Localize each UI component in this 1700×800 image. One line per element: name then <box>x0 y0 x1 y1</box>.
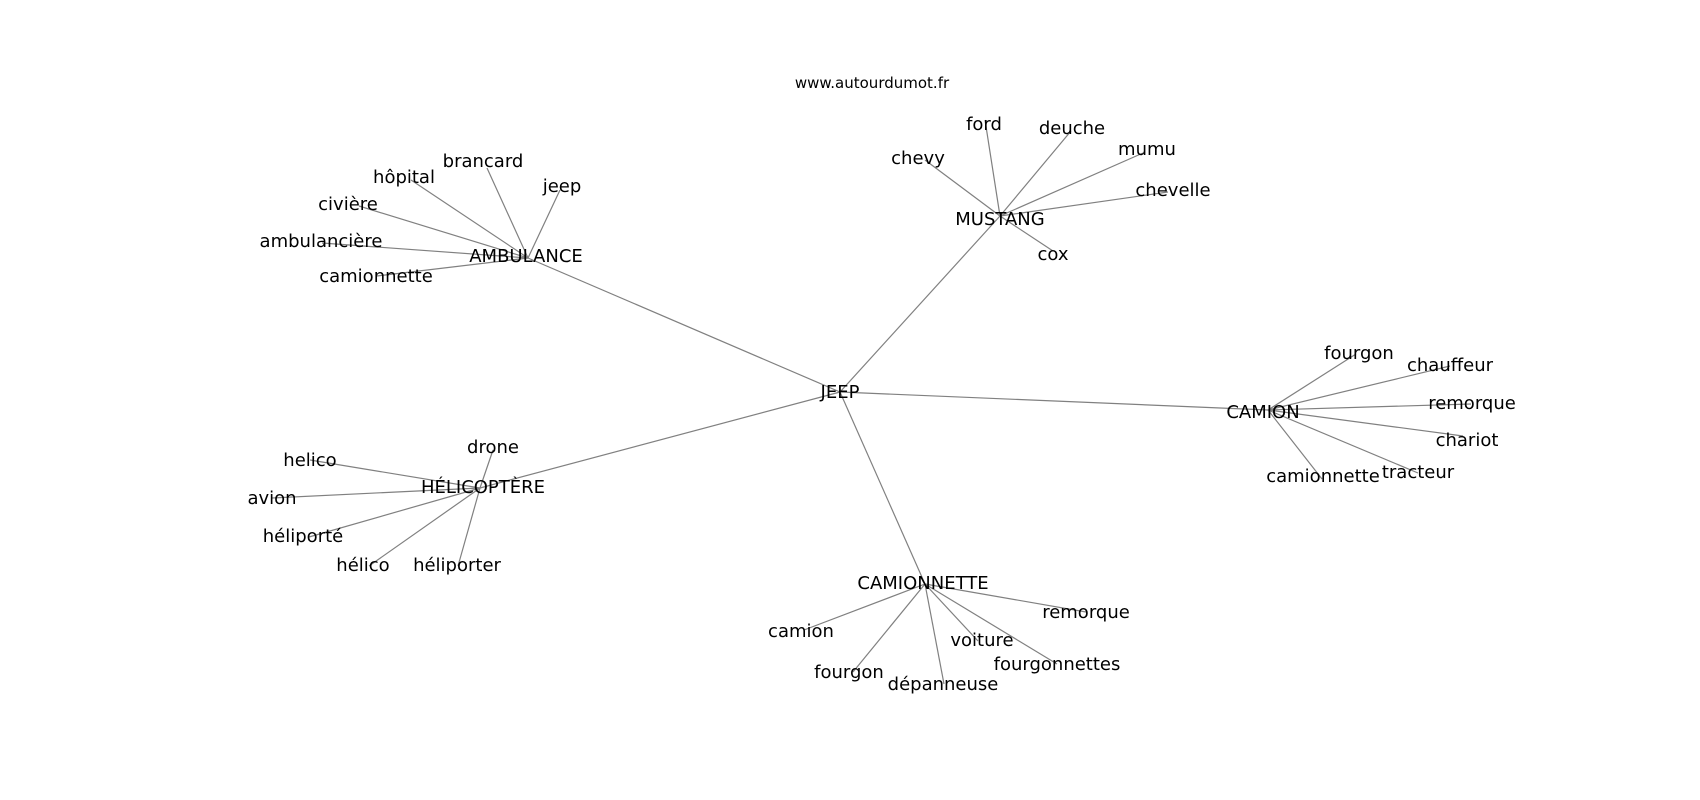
leaf-node-label[interactable]: tracteur <box>1382 462 1455 483</box>
hub-node-label[interactable]: HÉLICOPTÈRE <box>421 476 545 498</box>
leaf-node-label[interactable]: héliporté <box>263 526 343 547</box>
edge-2-1 <box>1267 365 1451 411</box>
edge-1-5 <box>999 215 1054 252</box>
edge-center-4 <box>839 391 926 585</box>
leaf-node-label[interactable]: chauffeur <box>1407 355 1494 376</box>
graph-edges <box>271 119 1472 685</box>
edge-3-0 <box>479 449 494 489</box>
leaf-node-label[interactable]: mumu <box>1118 139 1176 160</box>
edge-4-5 <box>924 583 945 685</box>
hub-node-label[interactable]: AMBULANCE <box>469 246 583 267</box>
hub-node-label[interactable]: CAMION <box>1226 402 1299 423</box>
leaf-node-label[interactable]: chariot <box>1436 430 1499 451</box>
site-credit[interactable]: www.autourdumot.fr <box>795 74 950 92</box>
leaf-node-label[interactable]: chevelle <box>1135 180 1210 201</box>
graph-labels: www.autourdumot.fr JEEP AMBULANCE jeep bran… <box>247 74 1515 695</box>
leaf-node-label[interactable]: brancard <box>443 151 524 172</box>
leaf-node-label[interactable]: fourgonnettes <box>994 654 1121 675</box>
edge-0-5 <box>376 257 529 277</box>
leaf-node-label[interactable]: ford <box>966 114 1002 135</box>
leaf-node-label[interactable]: remorque <box>1428 393 1516 414</box>
edge-2-5 <box>1267 409 1323 480</box>
edge-center-2 <box>839 391 1269 411</box>
leaf-node-label[interactable]: camionnette <box>1266 466 1380 487</box>
edge-4-0 <box>924 583 1087 613</box>
edge-4-4 <box>852 583 926 673</box>
edge-0-0 <box>527 189 561 259</box>
edge-1-4 <box>999 191 1169 217</box>
edge-3-2 <box>271 487 481 499</box>
edge-center-1 <box>839 215 1001 393</box>
edge-4-2 <box>924 583 979 642</box>
edge-center-0 <box>527 257 841 393</box>
edge-1-2 <box>999 152 1144 217</box>
edge-2-3 <box>1267 409 1464 437</box>
leaf-node-label[interactable]: fourgon <box>1324 343 1394 364</box>
edge-3-4 <box>368 487 481 567</box>
edge-0-4 <box>321 242 529 259</box>
leaf-node-label[interactable]: hôpital <box>373 167 435 188</box>
edge-2-2 <box>1267 403 1472 411</box>
leaf-node-label[interactable]: drone <box>467 437 519 458</box>
leaf-node-label[interactable]: helico <box>283 450 336 471</box>
leaf-node-label[interactable]: camionnette <box>319 266 433 287</box>
edge-3-3 <box>308 487 481 538</box>
leaf-node-label[interactable]: remorque <box>1042 602 1130 623</box>
edge-4-1 <box>803 583 926 631</box>
edge-3-1 <box>309 459 481 489</box>
leaf-node-label[interactable]: héliporter <box>413 555 501 576</box>
leaf-node-label[interactable]: civière <box>318 194 378 215</box>
leaf-node-label[interactable]: chevy <box>891 148 945 169</box>
edge-3-5 <box>457 487 481 567</box>
leaf-node-label[interactable]: camion <box>768 621 834 642</box>
hub-node-label[interactable]: CAMIONNETTE <box>857 573 988 594</box>
edge-1-0 <box>984 119 1001 217</box>
leaf-node-label[interactable]: avion <box>247 488 296 509</box>
edge-2-0 <box>1267 353 1357 411</box>
hub-node-label[interactable]: MUSTANG <box>955 209 1044 230</box>
edge-0-3 <box>358 205 529 259</box>
center-node-label[interactable]: JEEP <box>820 382 860 403</box>
edge-4-3 <box>924 583 1058 665</box>
leaf-node-label[interactable]: fourgon <box>814 662 884 683</box>
leaf-node-label[interactable]: dépanneuse <box>888 674 999 695</box>
edge-center-3 <box>479 391 841 489</box>
leaf-node-label[interactable]: cox <box>1037 244 1068 265</box>
edge-1-1 <box>999 130 1072 217</box>
leaf-node-label[interactable]: voiture <box>950 630 1013 651</box>
edge-0-2 <box>410 179 529 259</box>
leaf-node-label[interactable]: deuche <box>1039 118 1105 139</box>
leaf-node-label[interactable]: ambulancière <box>260 231 383 252</box>
edge-1-3 <box>924 159 1001 217</box>
leaf-node-label[interactable]: hélico <box>336 555 389 576</box>
edge-0-1 <box>486 167 529 259</box>
leaf-node-label[interactable]: jeep <box>542 176 582 197</box>
edge-2-4 <box>1267 409 1419 474</box>
